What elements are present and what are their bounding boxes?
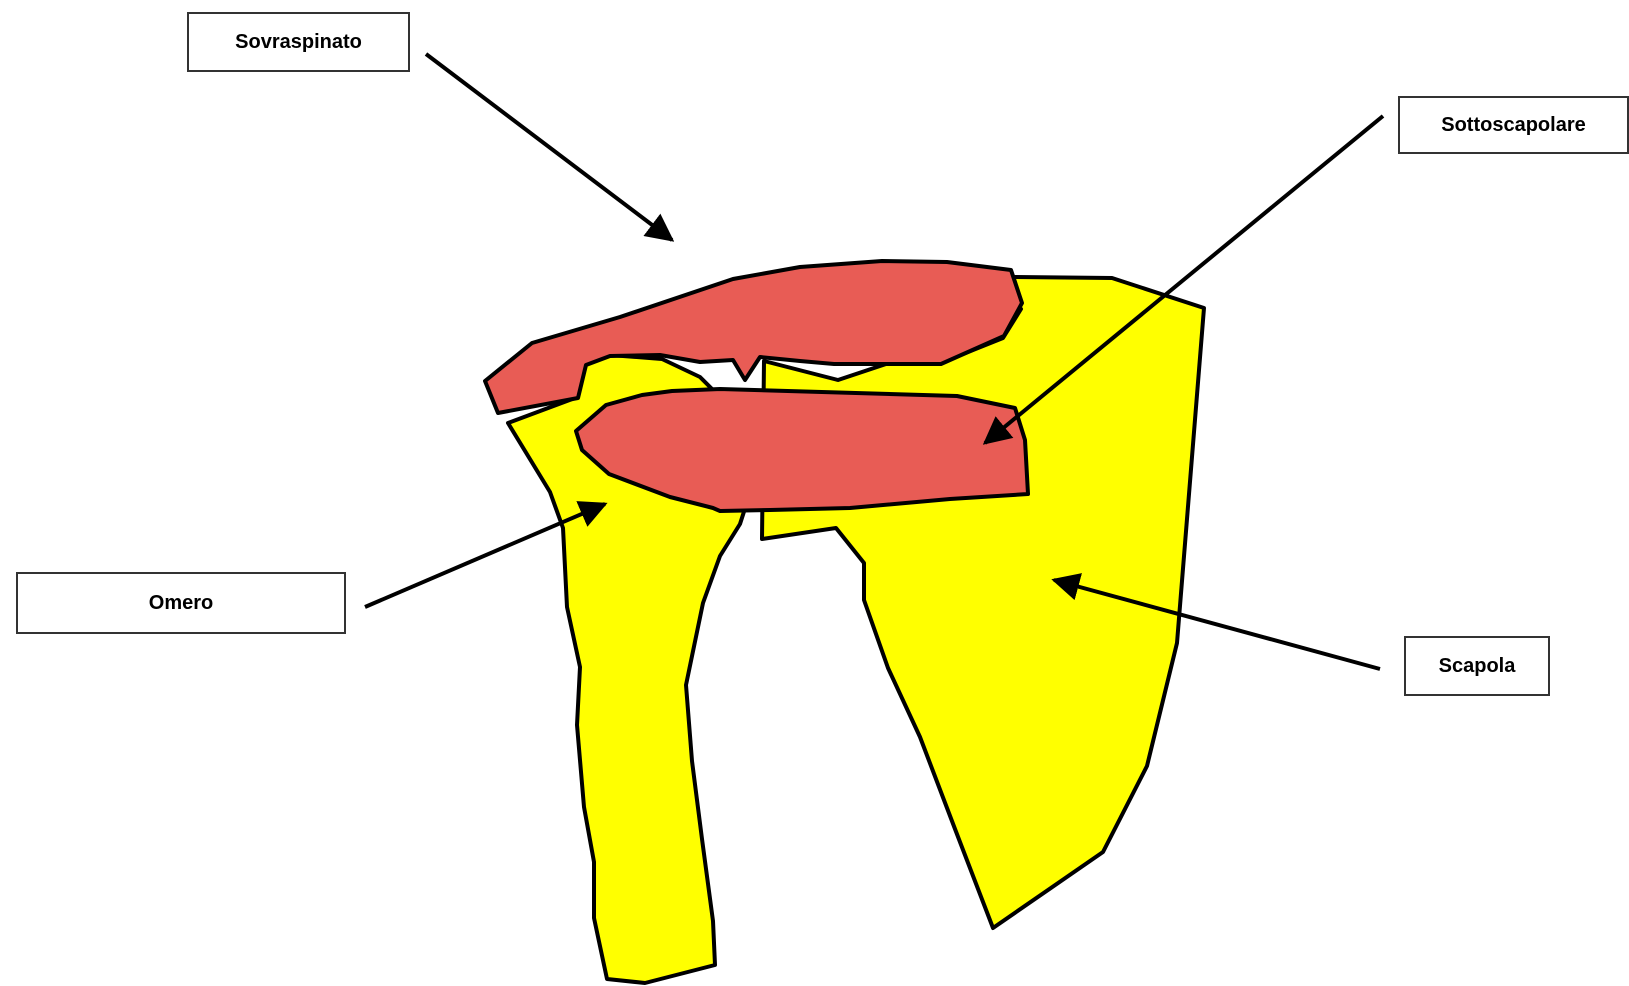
label-sottoscapolare: Sottoscapolare xyxy=(1398,96,1629,154)
label-omero: Omero xyxy=(16,572,346,634)
label-scapola: Scapola xyxy=(1404,636,1550,696)
arrow-sovraspinato xyxy=(426,54,672,240)
label-sovraspinato: Sovraspinato xyxy=(187,12,410,72)
